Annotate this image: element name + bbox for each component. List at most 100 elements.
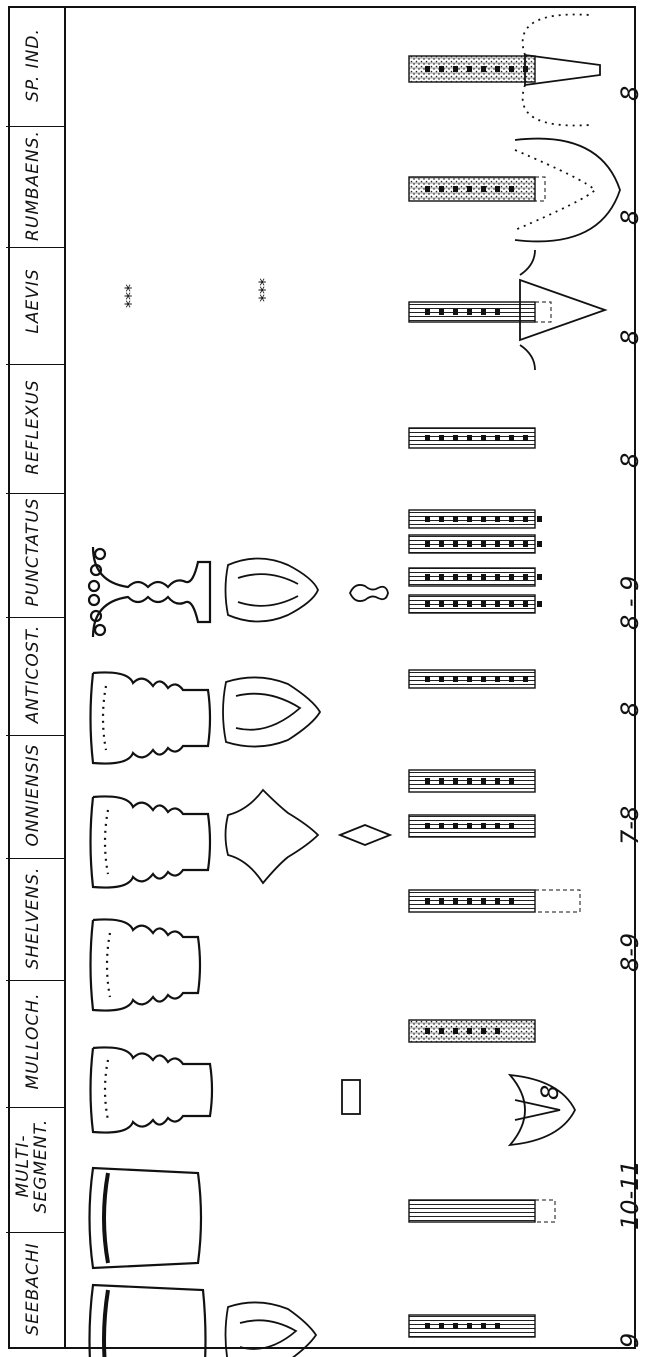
thoracic-count-rumbaens: 8 [616,209,644,225]
row-divider [6,735,66,736]
segment-node [509,574,514,580]
segment-node [439,601,444,607]
missing-segment [534,1199,556,1223]
segment-node [495,516,500,522]
segment-node [481,516,486,522]
segment-node [523,676,528,682]
chart-frame [8,6,636,1349]
segment-node [523,516,528,522]
segment-node [425,676,430,682]
segment-node [495,1028,500,1034]
cephalon-drawings [87,546,214,1357]
segment-node [495,309,500,315]
segment-node [467,435,472,441]
segment-node [467,516,472,522]
segment-node [425,778,430,784]
segment-node [509,898,514,904]
segment-node [467,66,472,72]
segment-node [509,435,514,441]
segment-node [425,1028,430,1034]
segment-node [439,541,444,547]
pygidium-drawings [507,13,621,1147]
segment-node [523,435,528,441]
segment-node [453,1323,458,1329]
missing-segment [534,301,552,323]
segment-node [453,898,458,904]
segment-node [425,823,430,829]
segment-node [495,66,500,72]
segment-node [467,778,472,784]
segment-node [439,898,444,904]
segment-node [495,435,500,441]
segment-node [453,516,458,522]
segment-node [509,601,514,607]
segment-node [481,309,486,315]
row-divider [6,1107,66,1108]
segment-node [425,601,430,607]
segment-node [453,435,458,441]
segment-node [495,778,500,784]
segment-node [481,574,486,580]
segment-node [453,778,458,784]
segment-node [481,823,486,829]
segment-node [439,676,444,682]
segment-node [509,186,514,192]
segment-node [509,676,514,682]
thoracic-count-sp-ind: 8 [616,85,644,101]
segment-node [425,66,430,72]
row-divider [6,247,66,248]
segment-node [425,541,430,547]
segment-node [467,823,472,829]
segment-node [439,778,444,784]
thoracic-count-seebachi: 9 [616,1332,644,1348]
cephalon-seebachi [88,1283,207,1357]
segment-node [439,309,444,315]
body-outline-punctatus [224,557,319,623]
species-label-column [6,6,66,1349]
segment-node [467,601,472,607]
segment-node [495,186,500,192]
row-divider [6,1232,66,1233]
segment-node [481,186,486,192]
missing-segment [534,889,581,913]
segment-node [509,66,514,72]
thoracic-count-shelvens: 8-9 [616,932,644,972]
cephalon-anticost [89,671,212,765]
segment-node [425,309,430,315]
segment-node [467,574,472,580]
segment-node [425,186,430,192]
asterisk-mark: *** [255,278,274,302]
segment-node [453,601,458,607]
segment-node [509,541,514,547]
thoracic-count-reflexus: 8 [616,452,644,468]
segment-node [481,898,486,904]
segment-node [467,1323,472,1329]
segment-node [439,574,444,580]
thoracic-count-anticost: 8 [616,701,644,717]
segment-node [467,186,472,192]
cephalon-shelvens [89,918,202,1012]
asterisk-mark: *** [121,284,140,308]
segment-node [425,898,430,904]
segment-node [439,186,444,192]
segment-node [495,601,500,607]
body-outline-seebachi [224,1301,318,1357]
segment-node [509,823,514,829]
segment-node [453,309,458,315]
segment-node [425,435,430,441]
segment-node [523,601,528,607]
segment-node [537,541,542,547]
row-divider [6,858,66,859]
segment-node [439,823,444,829]
pygidium-mulloch [507,1073,577,1147]
segment-node [495,898,500,904]
segment-node [537,601,542,607]
segment-node [467,898,472,904]
segment-node [467,1028,472,1034]
thoracic-count-mulloch: 8 [536,1084,564,1100]
thoracic-count-punctatus: 8 - 9 [616,575,644,630]
segment-node [537,574,542,580]
segment-node [495,574,500,580]
